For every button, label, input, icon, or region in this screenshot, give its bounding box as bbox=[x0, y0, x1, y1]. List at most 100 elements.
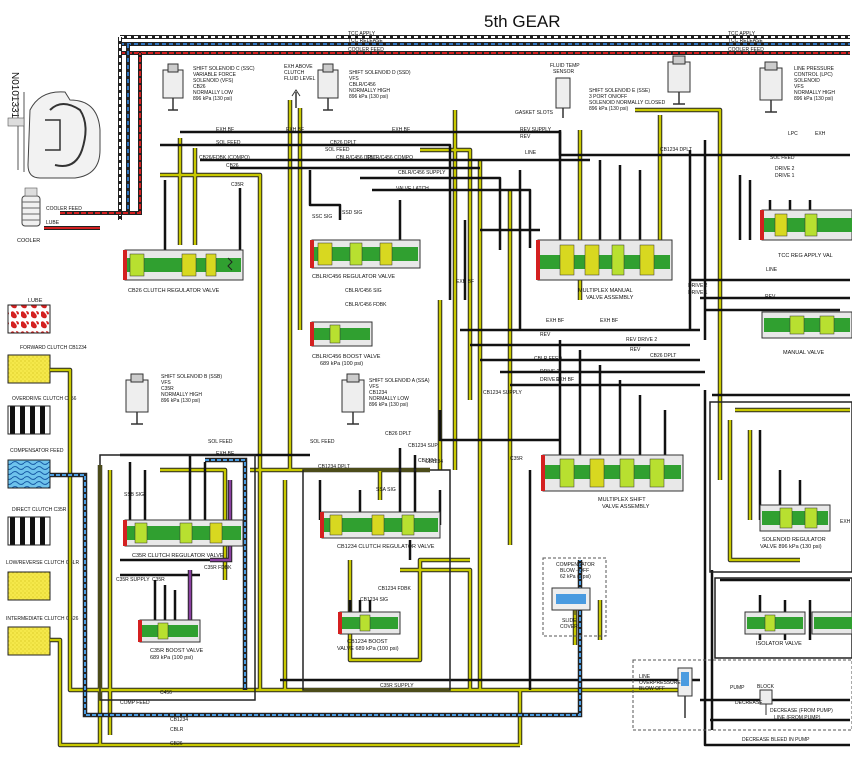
cb1234-valve-label: CB1234 CLUTCH REGULATOR VALVE bbox=[337, 544, 435, 550]
passage-label: CB26 DPLT bbox=[385, 431, 411, 437]
passage-label: CB1234 SUP bbox=[408, 443, 438, 449]
passage-label: CB26 bbox=[170, 741, 183, 747]
passage-label: REV bbox=[520, 134, 531, 140]
passage-label: EXH BF bbox=[286, 127, 304, 133]
passage-label: CBLR/C456 FDBK bbox=[345, 302, 387, 308]
passage-label: C35R SUPPLY bbox=[116, 577, 150, 583]
passage-label: CB1234 SIG bbox=[360, 597, 388, 603]
sse-label: SHIFT SOLENOID E (SSE) 3 PORT ON/OFF SOL… bbox=[589, 88, 667, 112]
passage-label: REV bbox=[540, 332, 551, 338]
passage-label: CB1234 bbox=[418, 458, 436, 464]
cblr-boost-label: CBLR/C456 BOOST VALVE 689 kPa (100 psi) bbox=[312, 354, 382, 367]
passage-label: EXH BF bbox=[546, 318, 564, 324]
lube-swatch bbox=[7, 304, 51, 334]
line-labels: EXH BF SOL FEED CB26/FDBK (COMPO) CB26 EXH B… bbox=[116, 127, 851, 747]
diagram-id: N0101331 bbox=[9, 72, 20, 119]
overdrive-clutch-label: OVERDRIVE CLUTCH C456 bbox=[12, 396, 77, 402]
low-reverse-clutch-swatch bbox=[7, 571, 51, 601]
blue-passages bbox=[50, 457, 583, 718]
passage-label: CBLR bbox=[170, 727, 184, 733]
passage-label: EXH BF bbox=[600, 318, 618, 324]
passage-label: C35R bbox=[231, 182, 244, 188]
exh-above-icon bbox=[291, 89, 301, 108]
line-label: TCC RELEASE bbox=[728, 38, 763, 44]
passage-label: EXH bbox=[840, 519, 851, 525]
passage-label: CB26 DPLT bbox=[330, 140, 356, 146]
passage-label: SOL FEED bbox=[770, 155, 795, 161]
cb26-regulator-valve bbox=[123, 249, 244, 281]
lpc-solenoid-icon bbox=[759, 61, 783, 113]
passage-label: LINE bbox=[766, 267, 778, 273]
passage-label: REV SUPPLY bbox=[520, 127, 552, 133]
sse-solenoid-icon bbox=[667, 55, 691, 105]
valve-body-box bbox=[709, 401, 852, 573]
cblr-boost-valve bbox=[310, 321, 373, 347]
passage-label: BLOCK bbox=[757, 684, 775, 690]
passage-label: C35R FDBK bbox=[204, 565, 232, 571]
valve-body-box bbox=[714, 577, 852, 659]
manual-valve bbox=[761, 311, 852, 339]
passage-label: LINE bbox=[525, 150, 537, 156]
passage-label: EXH BF bbox=[556, 377, 574, 383]
line-label: COOLER FEED bbox=[348, 47, 384, 53]
exh-above-label: EXH ABOVE CLUTCH FLUID LEVEL bbox=[284, 64, 316, 82]
passage-label: CB1234 SUPPLY bbox=[483, 390, 522, 396]
ssb-label: SHIFT SOLENOID B (SSB) VFS C35R NORMALLY… bbox=[161, 374, 223, 404]
compensator-swatch bbox=[7, 459, 51, 489]
passage-label: REV DRIVE 2 bbox=[626, 337, 657, 343]
tcc-reg-label: TCC REG APPLY VAL bbox=[778, 253, 833, 259]
solenoid-regulator-valve bbox=[759, 504, 831, 532]
passage-label: CB26 DPLT bbox=[650, 353, 676, 359]
passage-label: VALVE LATCH bbox=[396, 186, 429, 192]
passage-label: EXH BF bbox=[456, 279, 474, 285]
multiplex-manual-valve bbox=[536, 239, 673, 281]
passage-label: COMP FEED bbox=[120, 700, 150, 706]
forward-clutch-label: FORWARD CLUTCH CB1234 bbox=[20, 345, 87, 351]
passage-label: CBLR/C456 SUPPLY bbox=[398, 170, 446, 176]
passage-label: LINE (FROM PUMP) bbox=[774, 715, 821, 721]
multiplex-shift-label: MULTIPLEX SHIFT VALVE ASSEMBLY bbox=[598, 497, 650, 510]
fluid-temp-label: FLUID TEMP SENSOR bbox=[550, 63, 581, 75]
ssa-solenoid-icon bbox=[341, 373, 365, 425]
cblr-c456-valve-label: CBLR/C456 REGULATOR VALVE bbox=[312, 274, 395, 280]
passage-label: SSB SIG bbox=[124, 492, 144, 498]
passage-label: DRIVE 1 bbox=[775, 173, 795, 179]
cooler-label: COOLER bbox=[17, 238, 40, 244]
ssb-solenoid-icon bbox=[125, 373, 149, 425]
passage-label: DECREASE (FROM PUMP) bbox=[770, 708, 833, 714]
passage-label: CB1234 bbox=[425, 459, 443, 465]
line-label: TCC APPLY bbox=[728, 31, 756, 37]
diagram-title: 5th GEAR bbox=[484, 12, 561, 31]
forward-clutch-swatch bbox=[7, 354, 51, 384]
line-label: COOLER FEED bbox=[728, 47, 764, 53]
passage-label: C35R SUPPLY bbox=[380, 683, 414, 689]
multiplex-manual-label: MULTIPLEX MANUAL VALVE ASSEMBLY bbox=[578, 288, 634, 301]
cb26-valve-label: CB26 CLUTCH REGULATOR VALVE bbox=[128, 288, 220, 294]
passage-label: CBLR/C456 SIG bbox=[345, 288, 382, 294]
passage-label: CB1234 DPLT bbox=[660, 147, 692, 153]
passage-label: EXH BF bbox=[216, 451, 234, 457]
intermediate-clutch-swatch bbox=[7, 626, 51, 656]
passage-label: CB1234 DPLT bbox=[318, 464, 350, 470]
line-overpressure-icon bbox=[677, 667, 693, 718]
fluid-temp-sensor-icon bbox=[555, 77, 571, 118]
isolator-label: ISOLATOR VALVE bbox=[756, 641, 802, 647]
cblr-c456-regulator-valve bbox=[310, 239, 421, 269]
passage-label: SSD SIG bbox=[342, 210, 362, 216]
passage-label: CBLR FEED bbox=[534, 356, 562, 362]
passage-label: CB26/FDBK (COMPO) bbox=[199, 155, 250, 161]
passage-label: DRIVE 2 bbox=[540, 369, 560, 375]
passage-label: SOL FEED bbox=[216, 140, 241, 146]
compensator-blowoff-label: COMPENSATOR BLOW - OFF 62 kPa (9 psi) bbox=[556, 562, 596, 580]
cb1234-regulator-valve bbox=[320, 511, 441, 539]
direct-clutch-label: DIRECT CLUTCH C35R bbox=[12, 507, 67, 513]
passage-label: DECREASE bbox=[735, 700, 763, 706]
passage-label: LPC bbox=[788, 131, 798, 137]
passage-label: PUMP bbox=[730, 685, 745, 691]
ssc-solenoid-icon bbox=[162, 63, 184, 111]
passage-label: REV bbox=[630, 347, 641, 353]
black-passages bbox=[120, 130, 850, 747]
passage-label: CBLR/C456 COMPO bbox=[366, 155, 413, 161]
passage-label: SOL FEED bbox=[310, 439, 335, 445]
ssc-label: SHIFT SOLENOID C (SSC) VARIABLE FORCE SO… bbox=[193, 66, 256, 102]
